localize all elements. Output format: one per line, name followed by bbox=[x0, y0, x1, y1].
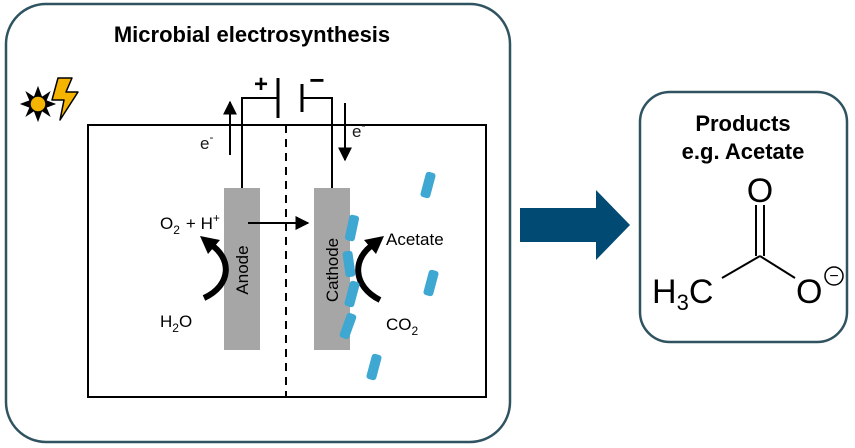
methyl-group: H3C bbox=[652, 273, 713, 315]
products-panel bbox=[638, 90, 849, 344]
panel-title: Microbial electrosynthesis bbox=[114, 22, 390, 47]
negative-charge-sign: − bbox=[829, 268, 838, 285]
anode-electrode bbox=[224, 188, 260, 350]
circuit-wires bbox=[241, 78, 333, 188]
microbe bbox=[344, 214, 360, 242]
process-arrow bbox=[520, 190, 630, 260]
cathode-reactant-text: CO2 bbox=[386, 315, 419, 338]
anode-label: Anode bbox=[233, 245, 252, 294]
electron-in-label: e- bbox=[352, 118, 365, 141]
microbe bbox=[420, 171, 436, 199]
oxygen-top: O bbox=[747, 172, 773, 210]
cathode-label: Cathode bbox=[323, 238, 342, 302]
lightning-bolt-icon bbox=[51, 77, 79, 121]
negative-charge bbox=[824, 266, 844, 286]
anode-reaction-arrow bbox=[202, 241, 229, 301]
battery-minus: − bbox=[309, 65, 324, 95]
electron-out-label: e- bbox=[200, 130, 213, 153]
cathode-reaction-arrow bbox=[355, 241, 382, 303]
acetate-structure: O H3C O − bbox=[652, 172, 844, 315]
oxygen-right: O bbox=[796, 273, 822, 311]
battery-plus: + bbox=[254, 71, 268, 98]
microbe bbox=[344, 280, 360, 308]
products-title: Products bbox=[695, 111, 790, 136]
anode-product-text: O2+ H+ bbox=[160, 211, 220, 237]
microbe bbox=[423, 269, 439, 297]
microbe bbox=[342, 250, 356, 278]
products-subtitle: e.g. Acetate bbox=[682, 139, 805, 164]
cathode-product-text: Acetate bbox=[386, 230, 444, 249]
microbes bbox=[339, 171, 439, 381]
sun-icon bbox=[19, 85, 57, 123]
anode-reactant-text: H2O bbox=[160, 312, 192, 335]
microbe bbox=[366, 353, 382, 381]
microbe bbox=[339, 312, 357, 340]
